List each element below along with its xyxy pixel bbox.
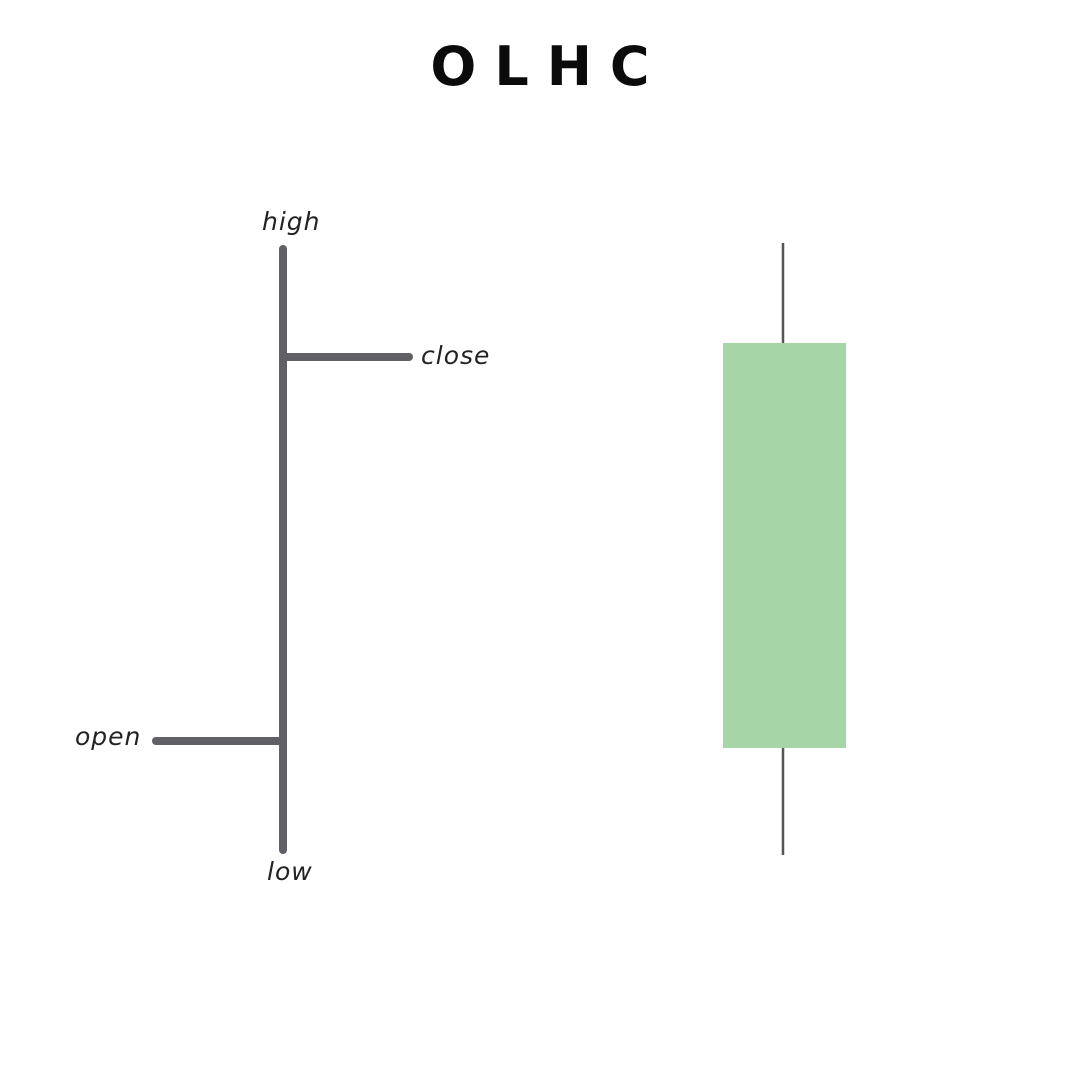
low-label: low: [267, 857, 313, 886]
candlestick-body: [723, 343, 846, 748]
open-label: open: [75, 722, 142, 751]
close-label: close: [421, 341, 491, 370]
high-label: high: [262, 207, 321, 236]
candlestick: [723, 243, 846, 855]
diagram-title: OLHC: [430, 35, 668, 98]
ohlc-bar: [152, 245, 413, 854]
